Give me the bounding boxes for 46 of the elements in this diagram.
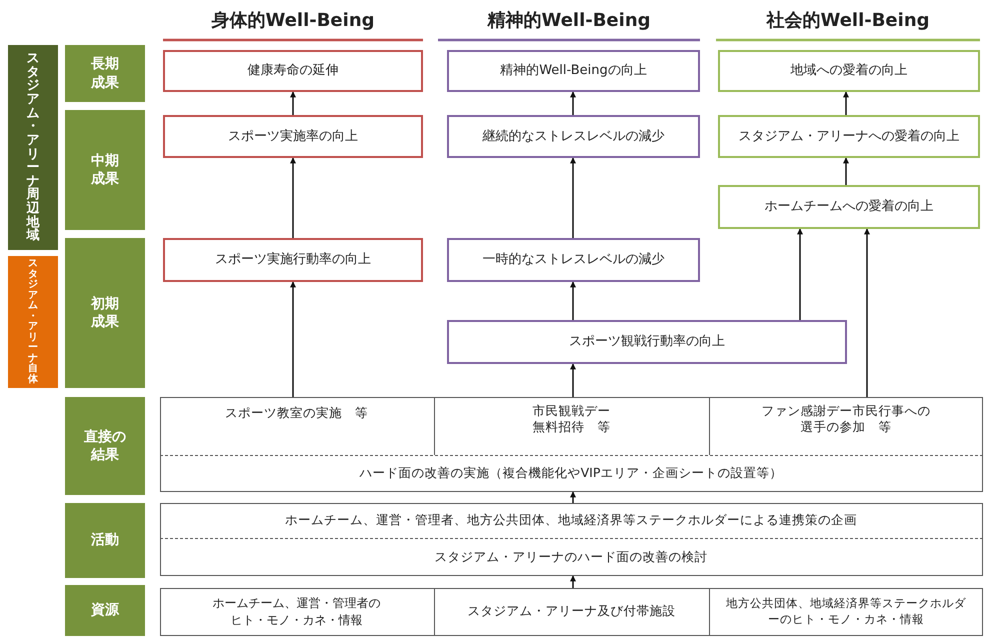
outcome-box: スポーツ観戦行動率の向上 [447,320,847,364]
arrow [843,157,849,185]
outcome-box: スポーツ実施行動率の向上 [163,238,423,282]
column-heading: 社会的Well-Being [765,9,931,32]
table-cell: 市民観戦デー無料招待 等 [434,396,710,454]
table-cell: ホームチーム、運営・管理者のヒト・モノ・カネ・情報 [160,588,434,636]
arrow [864,228,870,397]
arrow [570,491,576,503]
arrow [290,157,296,238]
arrow [290,281,296,397]
stage-label: 活動 [65,503,145,578]
table-cell: ファン感謝デー市民行事への選手の参加 等 [710,396,982,454]
outcome-box: 精神的Well-Beingの向上 [447,50,700,92]
table-cell: スタジアム・アリーナ及び付帯施設 [434,588,710,636]
stage-label: 初期成果 [65,238,145,388]
outcome-box: ホームチームへの愛着の向上 [718,185,980,229]
region-band: スタジアム・アリーナ周辺地域 [8,45,58,250]
stage-label: 長期成果 [65,45,145,102]
arrow [570,157,576,238]
table-cell: ハード面の改善の実施（複合機能化やVIPエリア・企画シートの設置等） [160,454,982,492]
table-cell: ホームチーム、運営・管理者、地方公共団体、地域経済界等ステークホルダーによる連携策の企画 [160,502,982,538]
outcome-box: 健康寿命の延伸 [163,50,423,92]
arrow [797,228,803,320]
stage-label: 直接の結果 [65,397,145,495]
arrow [570,575,576,588]
outcome-box: 地域への愛着の向上 [718,50,980,92]
arrow [290,91,296,115]
empty-box [160,588,983,636]
stage-label: 資源 [65,585,145,636]
outcome-box: 一時的なストレスレベルの減少 [447,238,700,282]
outcome-box: スポーツ実施率の向上 [163,115,423,158]
stage-label: 中期成果 [65,110,145,230]
table-cell: 地方公共団体、地域経済界等ステークホルダーのヒト・モノ・カネ・情報 [710,588,982,636]
arrow [570,363,576,397]
column-heading: 身体的Well-Being [210,9,376,32]
table-cell: スタジアム・アリーナのハード面の改善の検討 [160,538,982,576]
region-band: スタジアム・アリーナ自体 [8,256,58,388]
arrow [570,91,576,115]
empty-box [160,503,983,576]
arrow [570,281,576,320]
empty-box [160,397,983,492]
arrow [843,91,849,115]
table-cell: スポーツ教室の実施 等 [160,396,434,454]
outcome-box: 継続的なストレスレベルの減少 [447,115,700,158]
column-heading: 精神的Well-Being [486,9,652,32]
outcome-box: スタジアム・アリーナへの愛着の向上 [718,115,980,158]
